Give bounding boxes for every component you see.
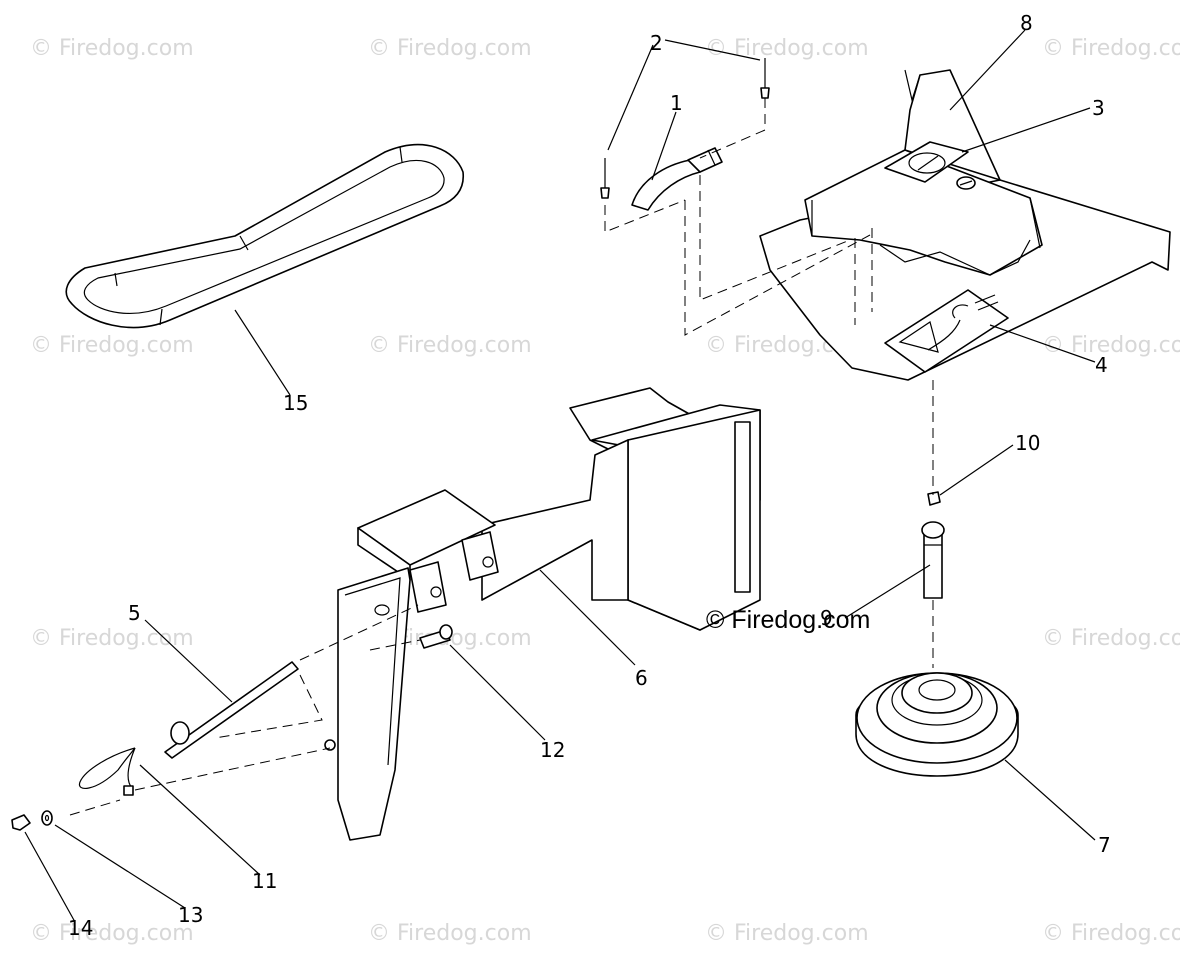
part-1-latch xyxy=(631,147,723,211)
part-11-lanyard xyxy=(78,747,136,796)
assembly-lines xyxy=(69,98,934,816)
part-6-bracket xyxy=(324,387,761,841)
watermark: © Firedog.com xyxy=(705,36,869,61)
watermark: © Firedog.com xyxy=(30,333,194,358)
watermark: © Firedog.com xyxy=(30,626,194,651)
callout-4: 4 xyxy=(1095,353,1108,377)
watermark: © Firedog.com xyxy=(705,921,869,946)
watermark-grid: © Firedog.com © Firedog.com © Firedog.co… xyxy=(30,36,1180,946)
part-9-spacer xyxy=(921,521,945,599)
callout-13: 13 xyxy=(178,903,203,927)
part-5-pin xyxy=(164,661,299,759)
callout-7: 7 xyxy=(1098,833,1111,857)
callout-10: 10 xyxy=(1015,431,1040,455)
watermark: © Firedog.com xyxy=(30,36,194,61)
callout-15: 15 xyxy=(283,391,308,415)
watermark: © Firedog.com xyxy=(368,921,532,946)
watermark: © Firedog.com xyxy=(30,921,194,946)
copyright-mark: © Firedog.com xyxy=(706,606,870,634)
callout-5: 5 xyxy=(128,601,141,625)
callout-3: 3 xyxy=(1092,96,1105,120)
watermark: © Firedog.com xyxy=(1042,333,1180,358)
watermark: © Firedog.com xyxy=(1042,626,1180,651)
part-12-bolt xyxy=(419,624,453,649)
part-8-shield xyxy=(759,69,1171,381)
part-2-screws xyxy=(600,58,770,199)
part-3-decal xyxy=(884,141,976,190)
callout-9: 9 xyxy=(820,606,833,630)
callout-8: 8 xyxy=(1020,11,1033,35)
callout-12: 12 xyxy=(540,738,565,762)
leader-lines xyxy=(24,29,1096,923)
part-15-belt xyxy=(65,143,465,329)
callout-1: 1 xyxy=(670,91,683,115)
part-10-nut xyxy=(927,491,941,506)
watermark: © Firedog.com xyxy=(1042,921,1180,946)
callout-2: 2 xyxy=(650,31,663,55)
part-14-nut xyxy=(11,814,31,831)
callout-11: 11 xyxy=(252,869,277,893)
callouts: 2 1 8 3 4 15 10 5 9 6 12 7 11 13 14 xyxy=(68,11,1111,940)
watermark: © Firedog.com xyxy=(368,333,532,358)
callout-6: 6 xyxy=(635,666,648,690)
part-13-washer xyxy=(41,810,53,826)
watermark: © Firedog.com xyxy=(1042,36,1180,61)
part-7-pulley xyxy=(855,672,1019,777)
part-4-decal xyxy=(884,289,1009,373)
callout-14: 14 xyxy=(68,916,93,940)
watermark: © Firedog.com xyxy=(368,36,532,61)
